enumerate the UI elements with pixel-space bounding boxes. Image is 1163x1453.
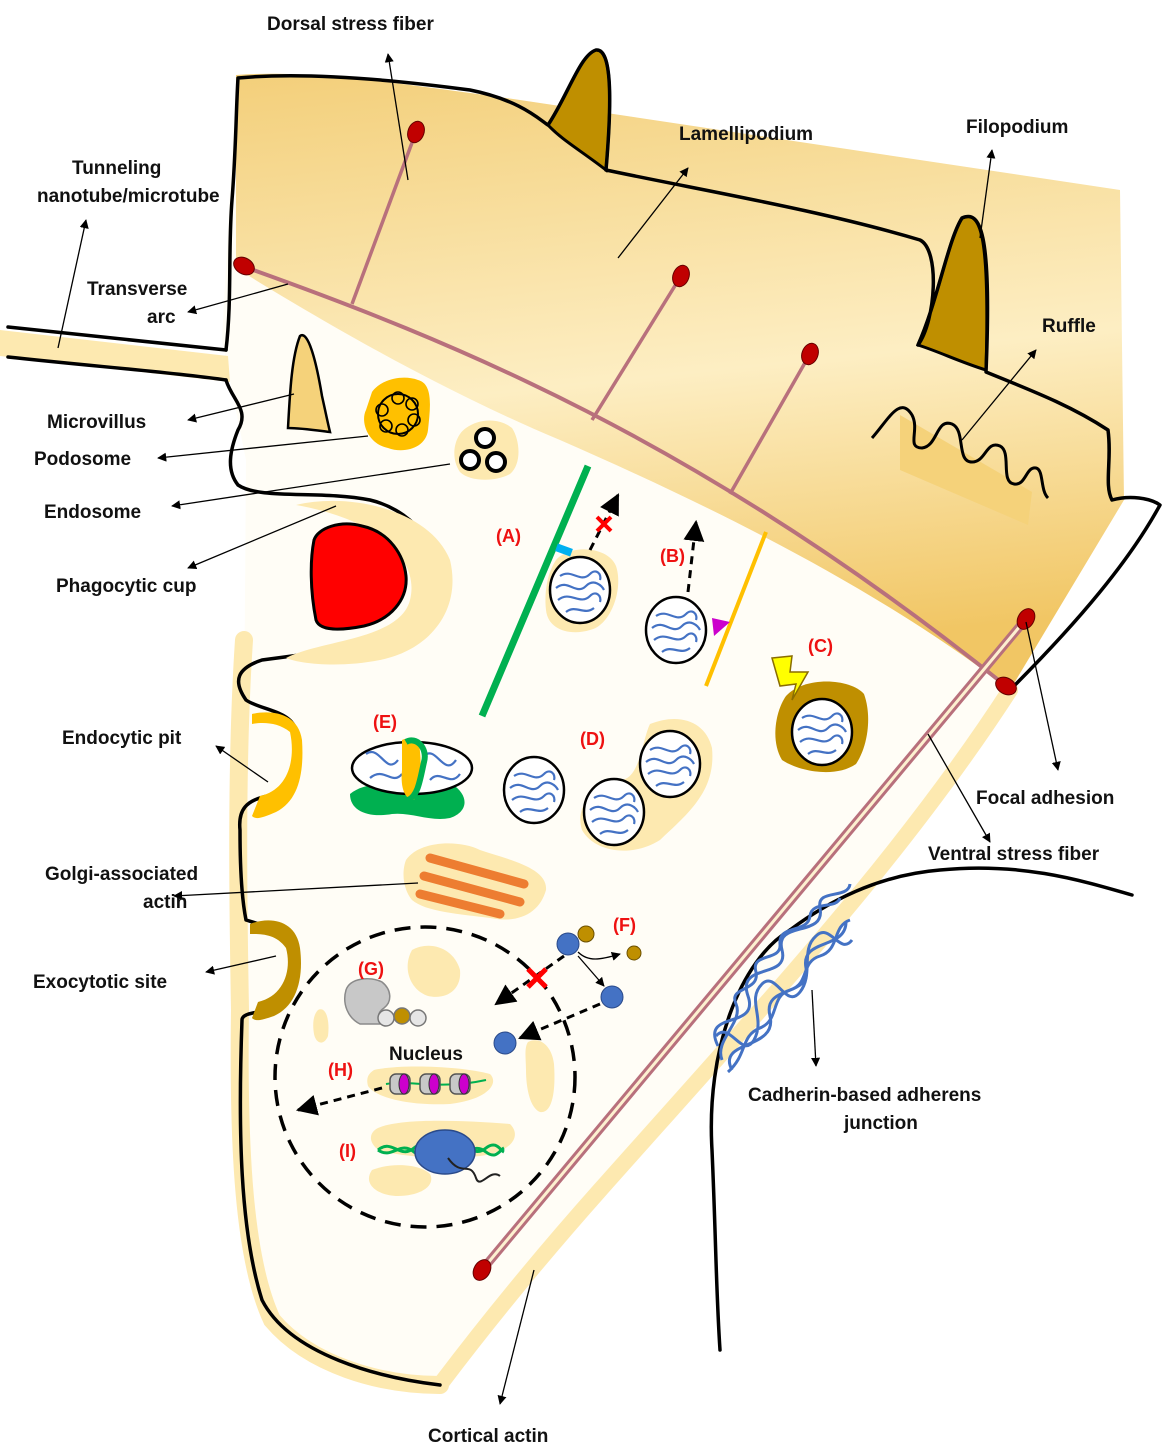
label-adherens-line1: Cadherin-based adherens [748,1085,981,1106]
label-ruffle: Ruffle [1042,316,1096,337]
label-exocytotic-site: Exocytotic site [33,972,167,993]
mitochondrion-d2 [640,731,700,797]
tag-i: (I) [339,1141,356,1161]
label-golgi-line2: actin [143,892,187,913]
label-tunneling-line2: nanotube/microtube [37,186,220,207]
label-phagocytic-cup: Phagocytic cup [56,576,196,597]
label-transverse-arc-line2: arc [147,307,176,328]
tag-h: (H) [328,1060,353,1080]
label-lamellipodium: Lamellipodium [679,124,813,145]
tag-b: (B) [660,546,685,566]
mitochondrion-b [646,597,706,663]
label-microvillus: Microvillus [47,412,146,433]
tag-c: (C) [808,636,833,656]
tag-d: (D) [580,729,605,749]
label-endosome: Endosome [44,502,141,523]
label-transverse-arc-line1: Transverse [87,279,187,300]
label-ventral-stress-fiber: Ventral stress fiber [928,844,1100,865]
label-focal-adhesion: Focal adhesion [976,788,1114,809]
mitochondrion-d1 [504,757,564,823]
label-filopodium: Filopodium [966,117,1068,138]
label-dorsal-stress-fiber: Dorsal stress fiber [267,14,434,35]
mitochondrion-d3 [584,779,644,845]
label-tunneling-line1: Tunneling [72,158,161,179]
nucleosomes [390,1074,470,1094]
tag-e: (E) [373,712,397,732]
tag-f: (F) [613,915,636,935]
mitochondrion-c [792,699,852,765]
label-endocytic-pit: Endocytic pit [62,728,182,749]
label-adherens-line2: junction [843,1113,918,1134]
label-podosome: Podosome [34,449,131,470]
label-golgi-line1: Golgi-associated [45,864,198,885]
polymerase [415,1130,475,1174]
tag-a: (A) [496,526,521,546]
tag-g: (G) [358,959,384,979]
mitochondrion-a [550,557,610,623]
label-cortical-actin: Cortical actin [428,1426,548,1447]
label-nucleus: Nucleus [389,1044,463,1065]
g-particles [378,1008,426,1026]
